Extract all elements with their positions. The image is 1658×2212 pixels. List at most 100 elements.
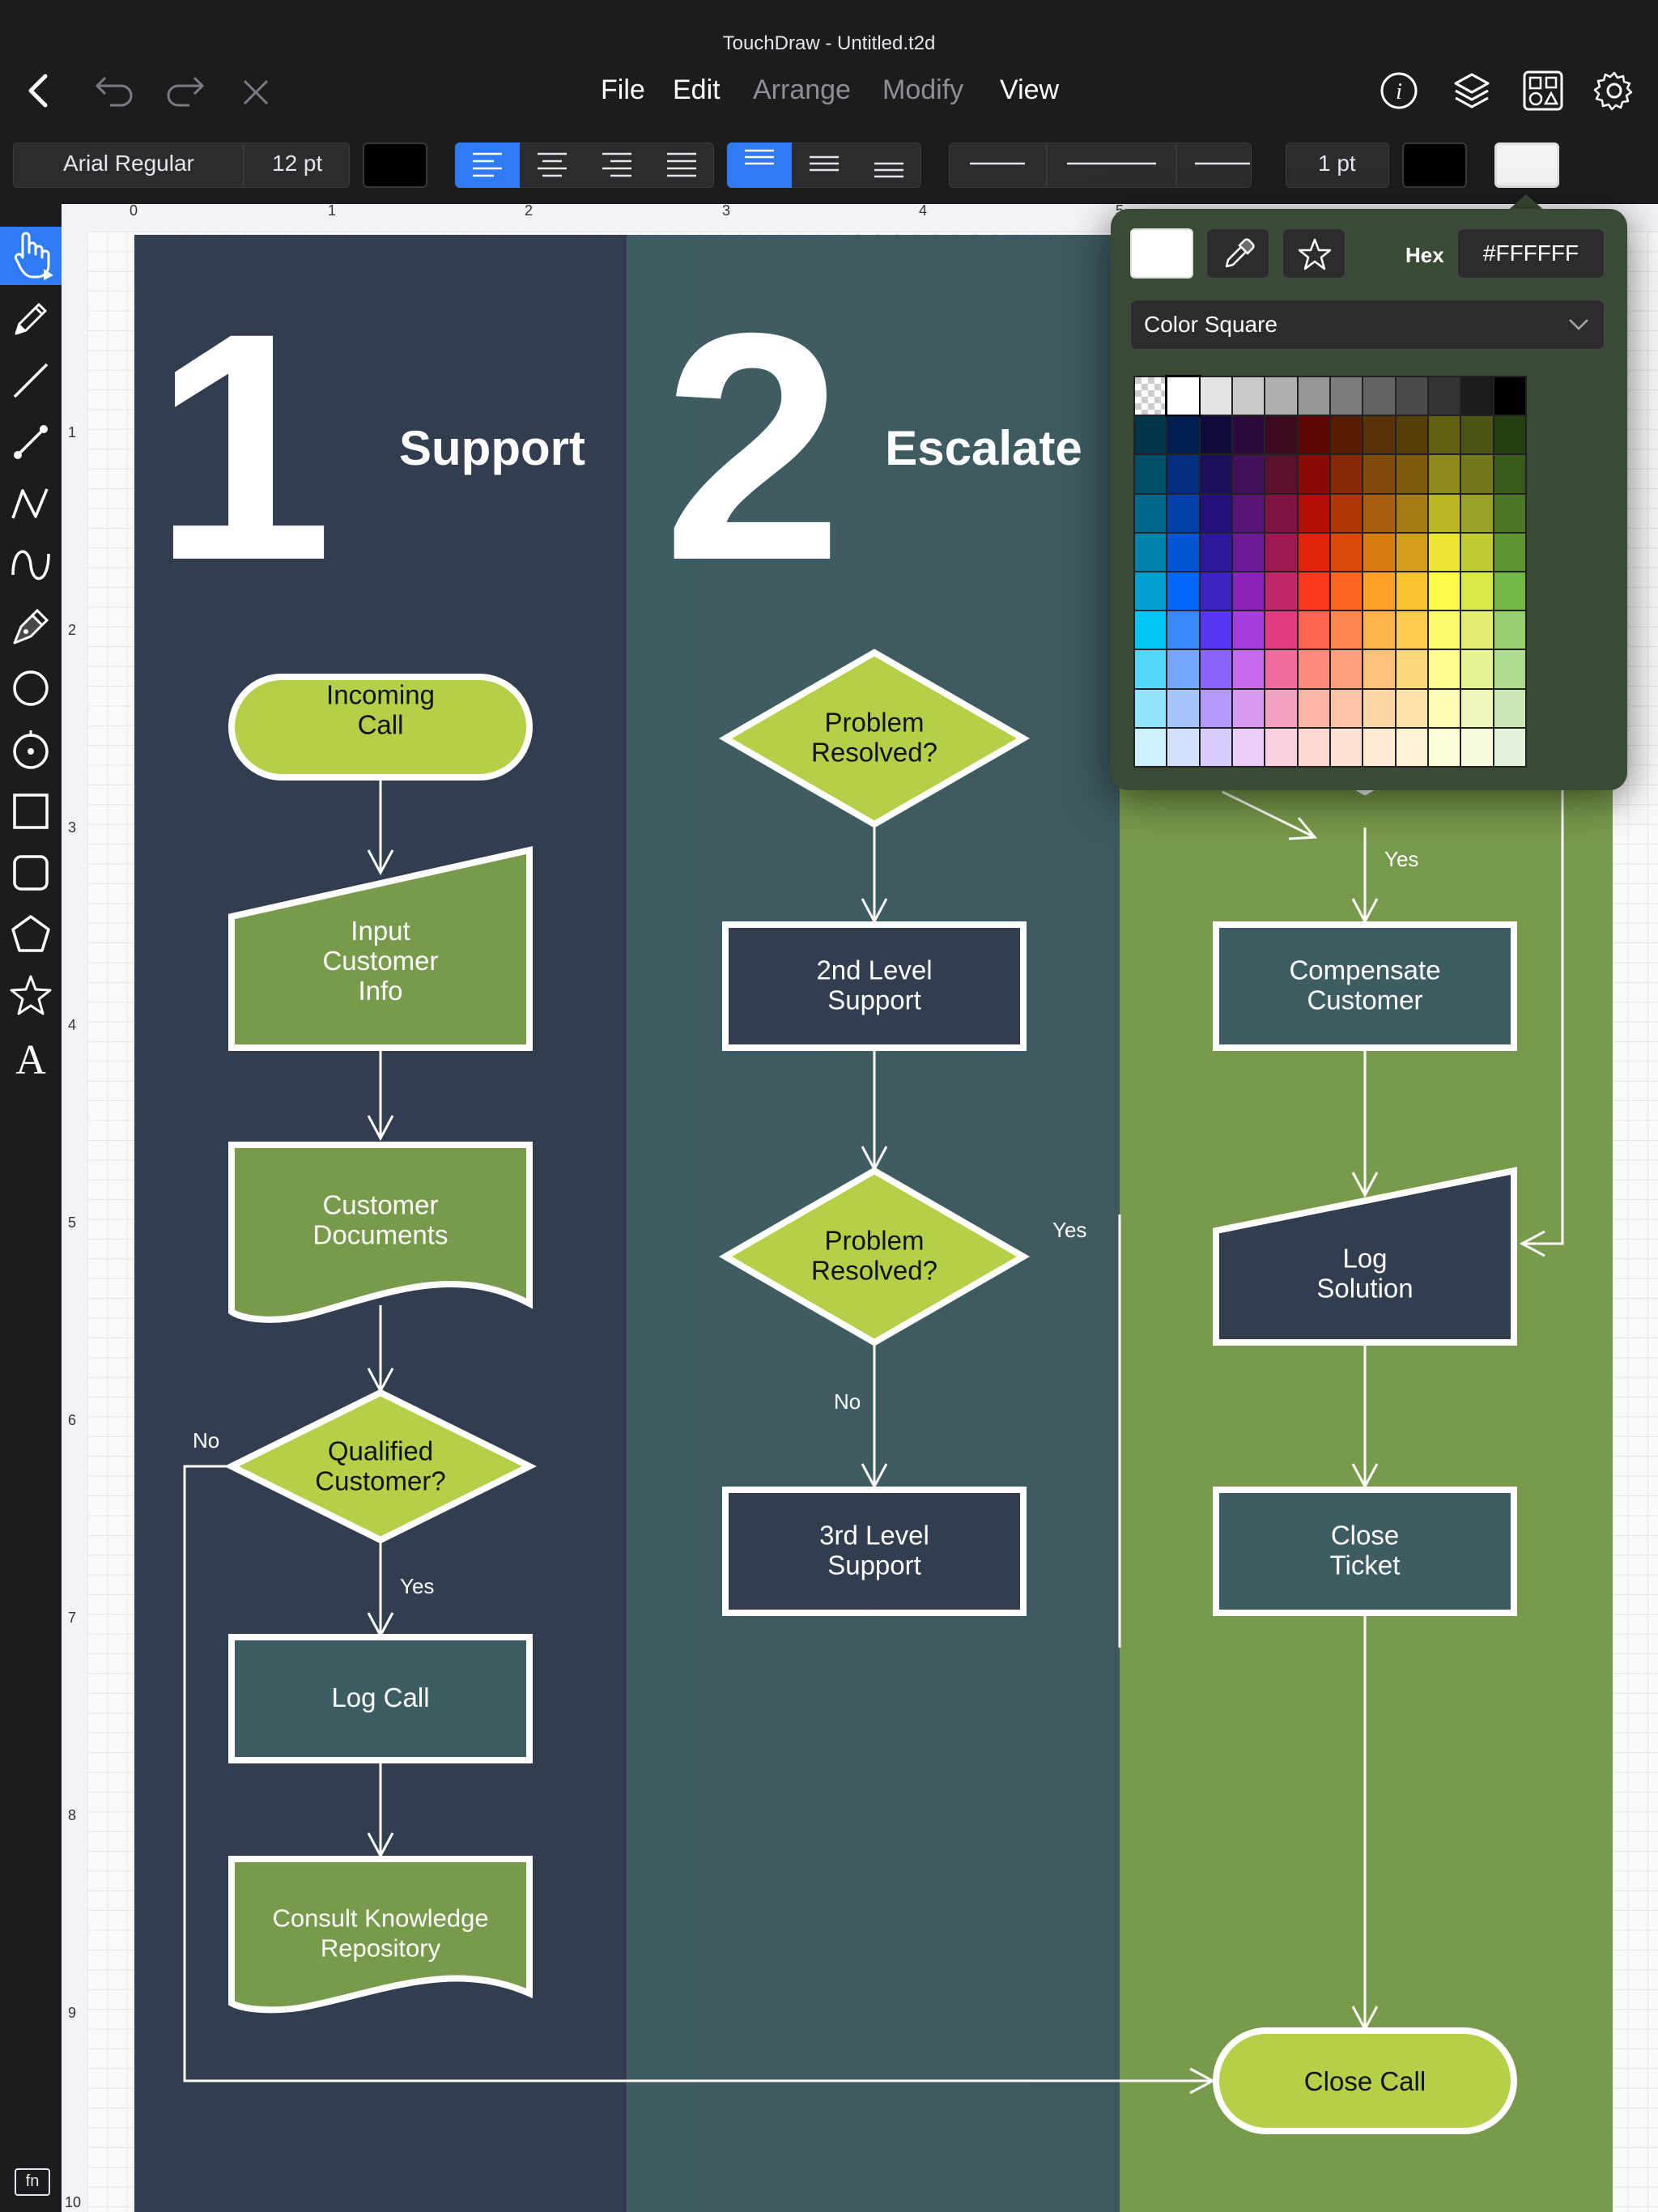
polyline-icon[interactable] xyxy=(8,481,53,526)
menu-view[interactable]: View xyxy=(1000,74,1060,105)
curve-icon[interactable] xyxy=(8,542,53,588)
color-swatch[interactable] xyxy=(1363,689,1395,727)
color-swatch[interactable] xyxy=(1232,611,1265,649)
color-mode-select[interactable]: Color Square xyxy=(1130,300,1605,350)
close-icon[interactable] xyxy=(241,78,270,107)
color-swatch[interactable] xyxy=(1135,650,1167,688)
color-swatch[interactable] xyxy=(1232,689,1265,727)
color-swatch[interactable] xyxy=(1167,572,1199,610)
color-swatch[interactable] xyxy=(1135,611,1167,649)
color-swatch[interactable] xyxy=(1200,650,1231,688)
color-swatch[interactable] xyxy=(1135,728,1167,766)
color-swatch[interactable] xyxy=(1461,494,1493,532)
color-swatch[interactable] xyxy=(1494,533,1525,571)
color-swatch[interactable] xyxy=(1135,689,1167,727)
align-left-button[interactable] xyxy=(455,143,520,188)
color-swatch[interactable] xyxy=(1461,728,1493,766)
color-swatch[interactable] xyxy=(1330,533,1363,571)
connector[interactable] xyxy=(1351,1051,1379,1198)
color-swatch[interactable] xyxy=(1461,689,1493,727)
color-swatch[interactable] xyxy=(1167,455,1199,493)
color-swatch[interactable] xyxy=(1363,650,1395,688)
color-swatch[interactable] xyxy=(1428,533,1460,571)
color-swatch[interactable] xyxy=(1135,494,1167,532)
line-end-icon[interactable] xyxy=(1195,159,1250,168)
color-swatch[interactable] xyxy=(1494,689,1525,727)
color-swatch[interactable] xyxy=(1298,650,1329,688)
color-swatch[interactable] xyxy=(1200,572,1231,610)
menu-file[interactable]: File xyxy=(601,74,645,105)
color-swatch[interactable] xyxy=(1200,494,1231,532)
color-swatch[interactable] xyxy=(1165,374,1201,418)
color-swatch[interactable] xyxy=(1363,611,1395,649)
text-color-well[interactable] xyxy=(363,143,427,188)
color-swatch[interactable] xyxy=(1200,689,1231,727)
fn-key[interactable]: fn xyxy=(15,2168,50,2196)
pen-icon[interactable] xyxy=(8,604,53,649)
color-swatch[interactable] xyxy=(1298,494,1329,532)
shape-incoming-call[interactable] xyxy=(228,674,533,781)
color-swatch[interactable] xyxy=(1494,377,1525,415)
color-swatch[interactable] xyxy=(1330,728,1363,766)
color-swatch[interactable] xyxy=(1298,455,1329,493)
color-swatch[interactable] xyxy=(1232,377,1265,415)
align-center-icon[interactable] xyxy=(536,151,568,180)
color-swatch[interactable] xyxy=(1363,455,1395,493)
color-swatch[interactable] xyxy=(1494,650,1525,688)
color-swatch[interactable] xyxy=(1265,494,1297,532)
color-swatch[interactable] xyxy=(1363,377,1395,415)
color-swatch[interactable] xyxy=(1167,533,1199,571)
back-icon[interactable] xyxy=(23,73,55,108)
line-dash-icon[interactable] xyxy=(1067,159,1156,168)
color-swatch[interactable] xyxy=(1494,416,1525,454)
shape-close-call[interactable] xyxy=(1213,2027,1517,2134)
line-icon[interactable] xyxy=(8,358,53,403)
color-swatch[interactable] xyxy=(1200,416,1231,454)
color-swatch[interactable] xyxy=(1232,572,1265,610)
color-swatch[interactable] xyxy=(1200,455,1231,493)
redo-icon[interactable] xyxy=(165,74,207,107)
color-swatch[interactable] xyxy=(1428,416,1460,454)
color-swatch[interactable] xyxy=(1265,611,1297,649)
stroke-color-well[interactable] xyxy=(1402,143,1467,188)
color-swatch[interactable] xyxy=(1396,455,1427,493)
color-swatch[interactable] xyxy=(1494,572,1525,610)
color-swatch[interactable] xyxy=(1428,455,1460,493)
shape-close-ticket[interactable] xyxy=(1213,1487,1517,1616)
color-swatch[interactable] xyxy=(1167,494,1199,532)
hex-input[interactable]: #FFFFFF xyxy=(1457,228,1605,279)
color-swatch[interactable] xyxy=(1330,377,1363,415)
color-swatch[interactable] xyxy=(1200,377,1231,415)
settings-icon[interactable] xyxy=(1593,70,1635,112)
color-swatch[interactable] xyxy=(1135,572,1167,610)
menu-edit[interactable]: Edit xyxy=(673,74,721,105)
color-swatch[interactable] xyxy=(1363,572,1395,610)
color-swatch[interactable] xyxy=(1265,650,1297,688)
color-swatch[interactable] xyxy=(1461,377,1493,415)
ellipse-icon[interactable] xyxy=(8,666,53,711)
color-swatch[interactable] xyxy=(1232,533,1265,571)
line-width-button[interactable] xyxy=(1286,143,1389,188)
color-swatch[interactable] xyxy=(1363,494,1395,532)
align-right-icon[interactable] xyxy=(601,151,633,180)
color-swatch[interactable] xyxy=(1330,650,1363,688)
color-swatch[interactable] xyxy=(1135,455,1167,493)
color-swatch[interactable] xyxy=(1330,611,1363,649)
color-swatch[interactable] xyxy=(1298,572,1329,610)
menu-modify[interactable]: Modify xyxy=(882,74,964,105)
color-swatch[interactable] xyxy=(1461,533,1493,571)
text-icon[interactable]: A xyxy=(8,1035,53,1080)
color-swatch[interactable] xyxy=(1461,611,1493,649)
color-swatch[interactable] xyxy=(1135,533,1167,571)
color-swatch[interactable] xyxy=(1330,572,1363,610)
color-swatch[interactable] xyxy=(1200,611,1231,649)
color-swatch[interactable] xyxy=(1396,533,1427,571)
color-swatch[interactable] xyxy=(1396,572,1427,610)
font-size-button[interactable]: 12 pt xyxy=(272,151,323,176)
color-swatch[interactable] xyxy=(1461,416,1493,454)
color-swatch[interactable] xyxy=(1428,377,1460,415)
color-swatch[interactable] xyxy=(1298,533,1329,571)
line-start-icon[interactable] xyxy=(970,159,1025,168)
valign-bottom-icon[interactable] xyxy=(873,147,905,180)
eyedropper-button[interactable] xyxy=(1206,228,1269,279)
